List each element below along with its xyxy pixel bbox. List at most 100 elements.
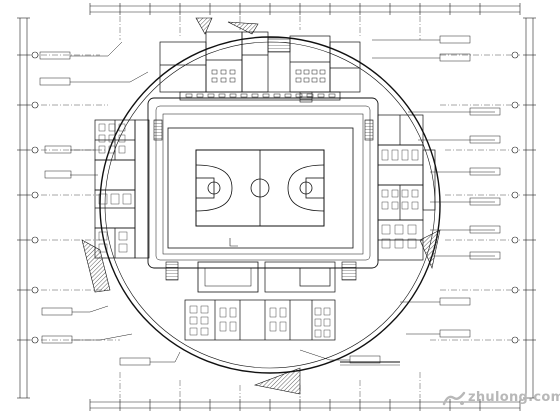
fixture <box>98 134 106 143</box>
fixture <box>207 93 215 98</box>
callout-box <box>439 35 471 44</box>
fixture <box>98 123 106 132</box>
axis-bubble <box>31 51 39 59</box>
fixture <box>122 193 132 205</box>
training-pool <box>197 261 259 293</box>
top-fixtures <box>185 69 336 98</box>
callout-box <box>41 335 73 344</box>
fixture <box>118 123 126 132</box>
axis-bubble <box>511 146 519 154</box>
callout-box <box>469 135 501 144</box>
fixture <box>407 224 417 235</box>
fixture <box>220 69 227 75</box>
fixture <box>240 93 248 98</box>
zhulong-watermark: zhulong.com <box>442 386 560 412</box>
fixture <box>391 189 399 198</box>
axis-bubble <box>31 146 39 154</box>
fixture <box>411 149 419 161</box>
fixture <box>200 305 209 314</box>
callout-box <box>439 53 471 62</box>
fixture <box>314 318 322 327</box>
fixture <box>189 305 198 314</box>
fixture <box>219 321 227 332</box>
fixture <box>303 77 310 83</box>
fixture <box>381 201 389 210</box>
axis-bubble <box>511 51 519 59</box>
fixture <box>251 93 259 98</box>
stair-blocks <box>153 37 374 281</box>
axis-bubble <box>511 191 519 199</box>
fixture <box>273 93 281 98</box>
fixture <box>118 231 128 241</box>
fixture <box>295 69 302 75</box>
axis-marker <box>229 238 238 247</box>
left-fixtures <box>98 123 132 253</box>
fixture <box>108 145 116 154</box>
fixture <box>118 145 126 154</box>
fixture <box>323 318 331 327</box>
fixture <box>319 69 326 75</box>
fixture <box>323 329 331 338</box>
entrance-wedges <box>81 17 441 395</box>
fixture <box>328 93 336 98</box>
callout-box <box>439 329 471 338</box>
callout-box <box>439 297 471 306</box>
bottom-rooms <box>184 261 336 341</box>
fixture <box>295 93 303 98</box>
fixture <box>303 69 310 75</box>
callout-box <box>119 357 151 366</box>
fixture <box>220 77 227 83</box>
fixture <box>306 93 314 98</box>
axis-bubble <box>511 236 519 244</box>
callout-box <box>41 307 73 316</box>
fixture <box>279 321 287 332</box>
fixture <box>269 307 277 318</box>
fixture <box>196 93 204 98</box>
watermark-text: zhulong.com <box>468 390 560 405</box>
fixture <box>319 77 326 83</box>
fixture <box>189 316 198 325</box>
fixture <box>118 243 128 253</box>
fixture <box>311 69 318 75</box>
callout-box <box>349 355 381 364</box>
axis-bubble <box>511 336 519 344</box>
fixture <box>381 189 389 198</box>
fixture <box>98 231 108 241</box>
fixture <box>218 93 226 98</box>
fixture <box>391 201 399 210</box>
fixture <box>314 329 322 338</box>
fixture <box>381 149 389 161</box>
fixture <box>219 307 227 318</box>
callout-box <box>469 167 501 176</box>
callout-box <box>469 251 501 260</box>
fixture <box>185 93 193 98</box>
dimension-ticks <box>17 3 536 411</box>
fixture <box>262 93 270 98</box>
fixture <box>108 123 116 132</box>
fixture <box>407 238 417 249</box>
fixture <box>229 307 237 318</box>
axis-bubble <box>31 191 39 199</box>
fixture <box>381 238 391 249</box>
fixture <box>314 307 322 316</box>
fixture <box>200 316 209 325</box>
callout-box <box>39 77 71 86</box>
fixture <box>110 193 120 205</box>
fixture <box>381 224 391 235</box>
axis-grid-lines <box>30 16 520 398</box>
axis-bubbles <box>31 51 519 344</box>
axis-bubble <box>511 286 519 294</box>
basketball-court <box>167 127 354 249</box>
axis-bubble <box>31 336 39 344</box>
bottom-fixtures <box>189 305 331 338</box>
axis-bubble <box>31 101 39 109</box>
fixture <box>229 69 236 75</box>
fixture <box>279 307 287 318</box>
fixture <box>211 77 218 83</box>
fixture <box>394 238 404 249</box>
title-block <box>340 361 400 366</box>
fixture <box>394 224 404 235</box>
callout-leaders <box>70 39 495 363</box>
fixture <box>269 321 277 332</box>
fixture <box>98 243 108 253</box>
